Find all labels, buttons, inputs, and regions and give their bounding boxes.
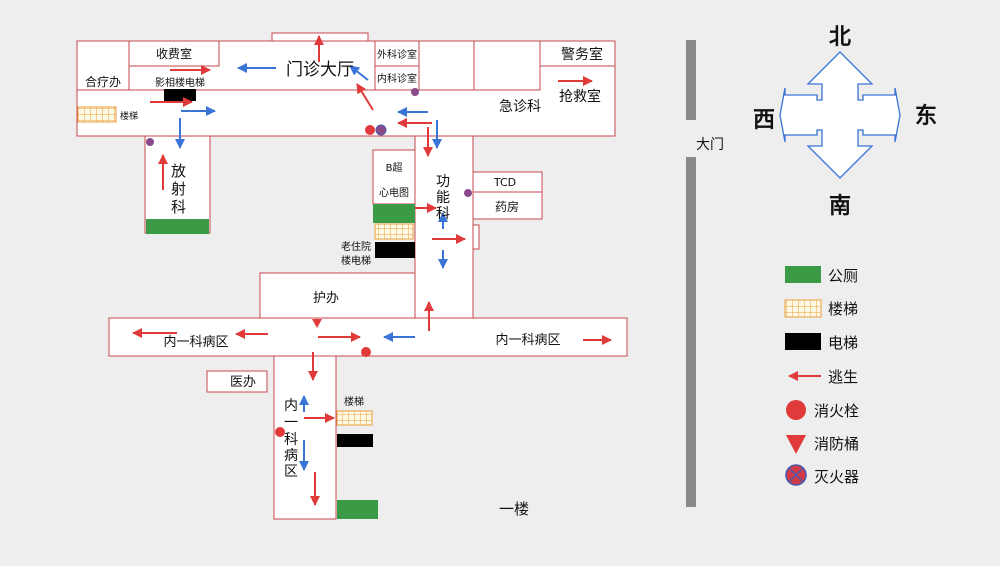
legend-escape-label: 逃生 bbox=[828, 368, 858, 386]
pharmacy-room bbox=[472, 191, 543, 220]
doctor-office-label: 医办 bbox=[230, 375, 256, 390]
toilet-south bbox=[337, 500, 378, 519]
stairs-west-label: 楼梯 bbox=[120, 110, 138, 122]
b-ultrasound-room bbox=[372, 149, 416, 205]
legend-fire-bucket-icon bbox=[786, 435, 806, 454]
clinic-label: 合疗办 bbox=[85, 74, 121, 89]
tcd-label: TCD bbox=[493, 176, 516, 189]
legend-extinguisher-icon bbox=[785, 464, 807, 486]
rescue-label: 抢救室 bbox=[559, 88, 601, 105]
ward-block bbox=[108, 272, 628, 520]
police-room bbox=[539, 40, 616, 67]
main-gate-label: 大门 bbox=[696, 137, 724, 153]
legend-fire-bucket-label: 消防桶 bbox=[814, 435, 859, 453]
hydrant-icon bbox=[365, 125, 375, 135]
extinguisher-icon bbox=[411, 88, 419, 96]
extinguisher-icon bbox=[146, 138, 154, 146]
b-ultrasound-label: B超 bbox=[386, 161, 403, 174]
ward-east-label: 内一科病区 bbox=[495, 332, 560, 348]
function-block bbox=[372, 135, 543, 322]
clinic-room bbox=[76, 40, 130, 91]
radiology-label: 放射科 bbox=[171, 162, 186, 216]
emergency-label: 急诊科 bbox=[499, 99, 541, 115]
legend-hydrant-label: 消火栓 bbox=[814, 402, 859, 420]
emergency-side-room bbox=[473, 40, 541, 91]
nurse-office-room bbox=[259, 272, 416, 319]
stairs-south-label: 楼梯 bbox=[344, 395, 364, 408]
floor-label: 一楼 bbox=[499, 500, 529, 518]
pharmacy-label: 药房 bbox=[495, 199, 519, 214]
escape-arrow-icon bbox=[356, 83, 374, 111]
legend-stairs-icon bbox=[784, 299, 822, 318]
hydrant-icon bbox=[275, 427, 285, 437]
toilet-radiology bbox=[146, 219, 209, 234]
old-inpatient-elevator-label: 老住院楼电梯 bbox=[341, 240, 371, 267]
compass-south-label: 南 bbox=[829, 194, 851, 219]
fire-bucket-icon bbox=[312, 319, 322, 328]
stairs-function-icon bbox=[374, 223, 414, 240]
legend: 公厕 楼梯 电梯 逃生 消火栓 消防桶 灭火器 bbox=[784, 266, 859, 486]
extinguisher-icon bbox=[464, 189, 472, 197]
legend-extinguisher-label: 灭火器 bbox=[814, 468, 859, 486]
nurse-office-label: 护办 bbox=[313, 291, 339, 306]
ward-south-corridor bbox=[273, 355, 337, 520]
gate-wall-south bbox=[686, 157, 696, 507]
flow-arrow-icon bbox=[349, 65, 369, 81]
elevator-old-inpatient-icon bbox=[375, 242, 415, 258]
function-dept-label: 功能科 bbox=[436, 174, 450, 222]
legend-stairs-label: 楼梯 bbox=[828, 300, 858, 318]
imaging-elevator-label: 影相楼电梯 bbox=[155, 76, 205, 89]
ward-south-label: 内一科病区 bbox=[284, 398, 298, 480]
ward-west-label: 内一科病区 bbox=[163, 334, 228, 350]
compass-north-label: 北 bbox=[829, 25, 851, 50]
compass-east-label: 东 bbox=[915, 103, 937, 129]
stairs-south-icon bbox=[336, 410, 373, 426]
doctor-office-room bbox=[206, 370, 268, 393]
cashier-room bbox=[128, 40, 220, 67]
radiology-block bbox=[144, 135, 211, 234]
toilet-function bbox=[373, 204, 415, 223]
stairs-west-icon bbox=[77, 106, 117, 123]
side-door bbox=[472, 224, 480, 250]
radiology-room bbox=[144, 135, 211, 234]
surgery-clinic-label: 外科诊室 bbox=[377, 48, 417, 61]
flow-arrows bbox=[175, 63, 448, 471]
compass-west-label: 西 bbox=[753, 108, 775, 133]
extinguisher-icon bbox=[375, 124, 387, 136]
elevator-imaging-icon bbox=[164, 89, 196, 101]
police-label: 警务室 bbox=[561, 46, 603, 63]
legend-hydrant-icon bbox=[786, 400, 806, 420]
gate-wall-north bbox=[686, 40, 696, 120]
surgery-clinic-room bbox=[374, 40, 420, 67]
hydrant-icon bbox=[361, 347, 371, 357]
outpatient-hall-label: 门诊大厅 bbox=[286, 60, 354, 80]
north-block bbox=[76, 32, 616, 137]
compass-rose-icon bbox=[779, 51, 901, 179]
elevator-south-icon bbox=[337, 434, 373, 447]
escape-arrows bbox=[132, 35, 612, 506]
legend-elevator-icon bbox=[785, 333, 821, 350]
ecg-label: 心电图 bbox=[379, 186, 409, 199]
internal-clinic-label: 内科诊室 bbox=[377, 72, 417, 85]
legend-toilet-icon bbox=[785, 266, 821, 283]
legend-toilet-label: 公厕 bbox=[828, 267, 858, 285]
legend-elevator-label: 电梯 bbox=[828, 334, 858, 352]
cashier-label: 收费室 bbox=[156, 46, 192, 61]
